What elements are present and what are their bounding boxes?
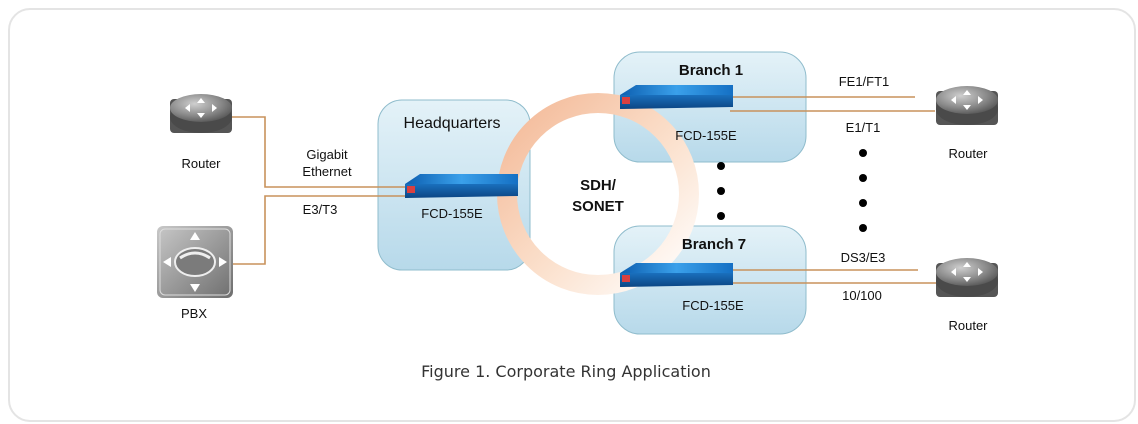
branch7-title: Branch 7 (682, 236, 746, 253)
ds3e3-label: DS3/E3 (841, 250, 886, 265)
branch1-fcd-device (620, 85, 733, 109)
gigabit-label-line2: Ethernet (302, 164, 352, 179)
branch7-device-label: FCD-155E (682, 298, 744, 313)
figure-caption: Figure 1. Corporate Ring Application (421, 362, 711, 381)
gigabit-label-line1: Gigabit (306, 147, 348, 162)
ring-label-line1: SDH/ (580, 177, 617, 194)
router-right-bottom-label: Router (948, 318, 988, 333)
e1t1-label: E1/T1 (846, 120, 881, 135)
ellipsis-dots-right (859, 149, 867, 232)
ellipsis-dots-center (717, 162, 725, 220)
router-left-icon (170, 94, 232, 133)
pbx-label: PBX (181, 306, 207, 321)
eth-label: 10/100 (842, 288, 882, 303)
branch7-fcd-device (620, 263, 733, 287)
hq-device-label: FCD-155E (421, 206, 483, 221)
fe1ft1-label: FE1/FT1 (839, 74, 890, 89)
headquarters-title: Headquarters (404, 115, 501, 132)
figure-frame (8, 8, 1136, 422)
connection-lines (231, 96, 938, 284)
ring-label-line2: SONET (572, 198, 624, 215)
router-to-hq-line (231, 116, 410, 188)
router-right-bottom-icon (936, 258, 998, 297)
branch1-title: Branch 1 (679, 62, 743, 79)
sdh-sonet-ring (497, 93, 699, 295)
branch1-device-label: FCD-155E (675, 128, 737, 143)
router-right-top-icon (936, 86, 998, 125)
pbx-icon (157, 226, 233, 298)
e3t3-label: E3/T3 (303, 202, 338, 217)
hq-fcd-device (405, 174, 518, 198)
router-left-label: Router (181, 156, 221, 171)
router-right-top-label: Router (948, 146, 988, 161)
pbx-to-hq-line (232, 195, 410, 265)
